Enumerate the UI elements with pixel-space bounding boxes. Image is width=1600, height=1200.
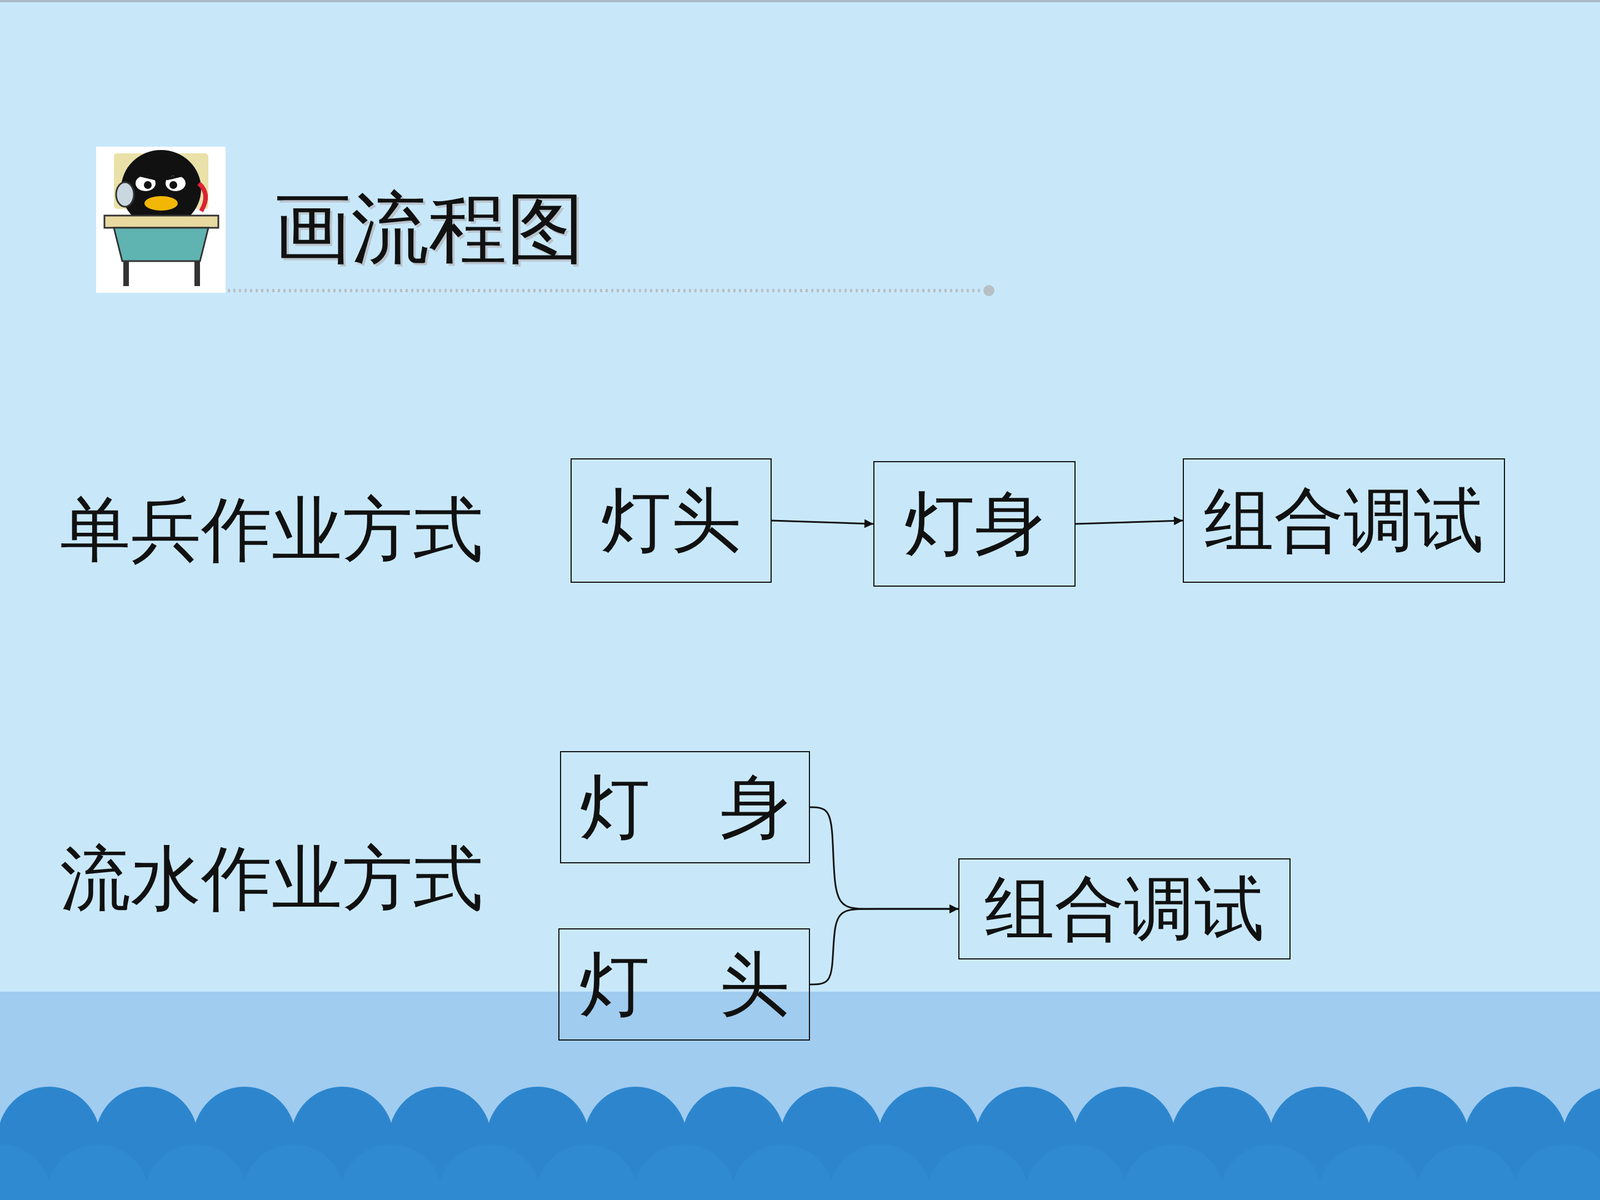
method-label: 流水作业方式 [60, 835, 484, 924]
slide-title: 画流程图 [273, 185, 585, 274]
method-label: 单兵作业方式 [60, 486, 484, 575]
process-box: 灯身 [873, 461, 1076, 587]
scallop-border [0, 1086, 1600, 1200]
box-text: 灯 身 [580, 772, 790, 843]
flow-arrow [771, 520, 874, 524]
process-box: 灯 身 [560, 751, 810, 864]
process-box: 组合调试 [1182, 458, 1505, 583]
process-box: 灯头 [570, 458, 772, 583]
box-text: 组合调试 [984, 873, 1265, 944]
process-box: 灯 头 [558, 928, 810, 1041]
box-text: 灯头 [601, 485, 742, 556]
flow-arrow [810, 908, 959, 985]
box-text: 组合调试 [1203, 485, 1484, 556]
box-text: 灯 头 [579, 949, 790, 1020]
flow-arrow [810, 807, 959, 909]
process-box: 组合调试 [958, 858, 1291, 960]
top-edge [0, 0, 1600, 3]
penguin-icon [96, 146, 226, 293]
title-underline [227, 285, 995, 297]
lower-band [0, 991, 1600, 1200]
box-text: 灯身 [904, 488, 1045, 559]
flow-arrow [1075, 520, 1183, 524]
